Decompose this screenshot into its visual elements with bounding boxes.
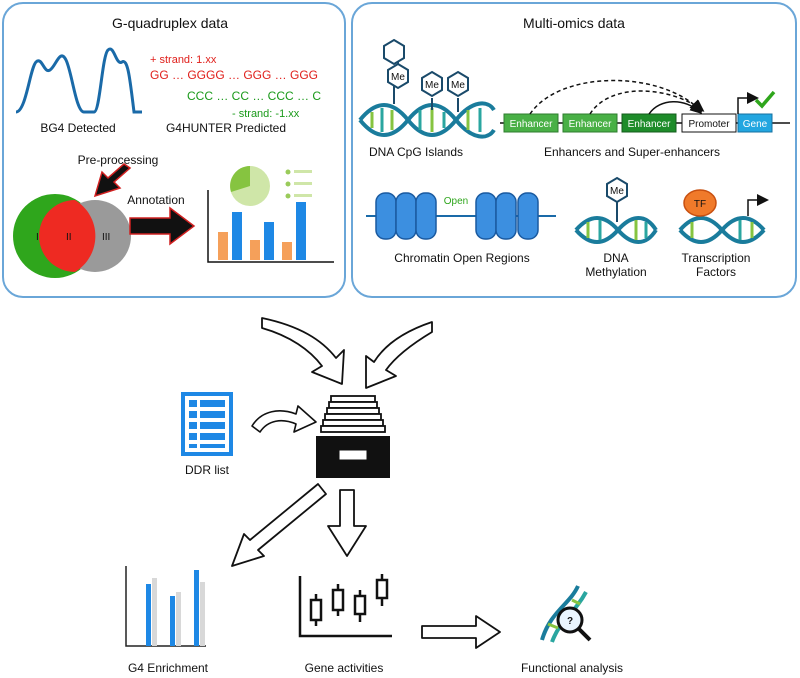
ddr-to-db-arrow: [251, 405, 317, 433]
tf-dna-icon: TF: [678, 189, 769, 244]
me-label: Me: [391, 72, 405, 83]
annotation-arrow: [129, 206, 196, 246]
enhancer-label: Enhancer: [628, 119, 671, 130]
c-sequence: CCC … CC … CCC … C: [187, 89, 321, 103]
bar: [152, 578, 157, 646]
me-hexagon: [606, 176, 628, 204]
gene-activities-chart: [298, 574, 392, 638]
enhancer-label: Enhancer: [510, 119, 553, 130]
omics-panel-title: Multi-omics data: [523, 15, 625, 31]
preprocessing-label: Pre-processing: [78, 153, 159, 167]
bar: [146, 584, 151, 646]
venn-diagram: I II III: [13, 194, 131, 278]
me-label: Me: [610, 186, 624, 197]
pie-legend: [285, 169, 312, 199]
bar: [194, 570, 199, 646]
methylation-dna-icon: Me: [574, 176, 658, 244]
activities-label: Gene activities: [305, 661, 384, 675]
ddr-list-icon: [181, 392, 233, 456]
functional-label: Functional analysis: [521, 661, 623, 675]
check-icon: [754, 90, 776, 109]
functional-analysis-icon: ?: [540, 585, 592, 643]
pie-slice: [230, 166, 250, 192]
cpg-label: DNA CpG Islands: [369, 145, 463, 159]
plus-strand-score: + strand: 1.xx: [150, 54, 217, 66]
preprocessing-arrow: [93, 163, 132, 198]
bar: [170, 596, 175, 646]
promoter-label: Promoter: [688, 119, 730, 130]
bar: [282, 242, 292, 260]
enhancers-label: Enhancers and Super-enhancers: [544, 145, 720, 159]
gene-label: Gene: [743, 119, 768, 130]
me-label: Me: [451, 80, 465, 91]
venn-label-1: I: [36, 232, 39, 243]
minus-strand-score: - strand: -1.xx: [232, 108, 300, 120]
venn-label-2: II: [66, 232, 72, 243]
annotation-bar-chart: [207, 190, 334, 263]
me-hexagon: [383, 38, 405, 66]
tf-label-1: Transcription: [682, 251, 751, 265]
methylation-label-2: Methylation: [585, 265, 646, 279]
g4-panel: G-quadruplex data BG4 Detected + strand:…: [2, 2, 346, 298]
magnifier-icon: [556, 606, 584, 634]
me-hexagon: [447, 70, 469, 98]
chromatin-icon: Open: [366, 192, 556, 240]
me-label: Me: [425, 80, 439, 91]
bar: [296, 202, 306, 260]
bar: [218, 232, 228, 260]
me-hexagon: [387, 62, 409, 90]
right-curved-arrow: [365, 321, 433, 389]
promoter-box: [681, 113, 737, 133]
annotation-label: Annotation: [127, 193, 184, 207]
venn-intersection: [39, 200, 96, 272]
bar: [200, 582, 205, 646]
bar: [250, 240, 260, 260]
tf-label-2: Factors: [696, 265, 736, 279]
enhancer-track: Enhancer Enhancer Enhancer Promoter Gene: [500, 79, 790, 133]
cpg-dna-icon: [358, 101, 496, 139]
chromatin-label: Chromatin Open Regions: [394, 251, 529, 265]
to-functional-arrow: [421, 615, 501, 649]
question-mark: ?: [567, 616, 573, 627]
bar: [264, 222, 274, 260]
ddr-list-label: DDR list: [185, 463, 230, 477]
enrichment-chart: [125, 566, 206, 647]
gene-box: [737, 113, 773, 133]
left-curved-arrow: [261, 317, 345, 385]
tf-label: TF: [694, 199, 706, 210]
methyl-groups: Me Me Me: [383, 38, 469, 112]
db-to-activities-arrow: [327, 489, 367, 557]
database-icon: [316, 395, 390, 478]
tf-blob: [683, 189, 717, 217]
g4hunter-label: G4HUNTER Predicted: [166, 121, 286, 135]
bg4-peaks: [15, 47, 142, 114]
bar: [232, 212, 242, 260]
bar: [176, 592, 181, 646]
g4-panel-title: G-quadruplex data: [112, 15, 228, 31]
omics-panel: Multi-omics data: [351, 2, 797, 298]
enhancer-box: [503, 113, 559, 133]
enhancer-label: Enhancer: [569, 119, 612, 130]
g-sequence: GG … GGGG … GGG … GGG: [150, 68, 318, 82]
open-label: Open: [444, 196, 468, 207]
enrichment-label: G4 Enrichment: [128, 661, 209, 675]
db-to-enrichment-arrow: [231, 483, 327, 567]
venn-label-3: III: [102, 232, 110, 243]
bg4-label: BG4 Detected: [40, 121, 115, 135]
me-hexagon: [421, 70, 443, 98]
methylation-label-1: DNA: [603, 251, 628, 265]
